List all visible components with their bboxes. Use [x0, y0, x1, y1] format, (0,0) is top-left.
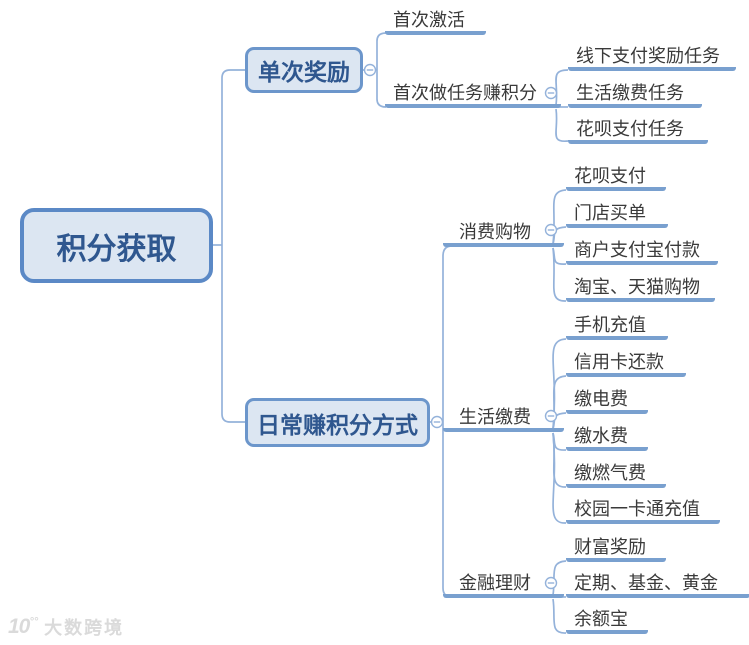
node-merchant-alipay-payment[interactable]: 商户支付宝付款	[566, 239, 718, 265]
collapse-icon-one-time-reward[interactable]	[363, 63, 377, 77]
collapse-icon-financial[interactable]	[544, 576, 558, 590]
node-yuebao[interactable]: 余额宝	[566, 608, 648, 634]
watermark-text: 大数跨境	[44, 618, 125, 638]
node-consumer-shopping[interactable]: 消费购物	[443, 221, 564, 247]
node-label: 生活缴费	[459, 407, 531, 427]
node-root-points-acquisition[interactable]: 积分获取	[20, 208, 213, 283]
node-label: 缴水费	[574, 426, 628, 446]
node-label: 消费购物	[459, 222, 531, 242]
connector-shopping-4	[552, 247, 567, 302]
node-credit-card-repayment[interactable]: 信用卡还款	[566, 351, 686, 377]
node-fixed-fund-gold[interactable]: 定期、基金、黄金	[566, 572, 749, 598]
node-huabei-pay[interactable]: 花呗支付	[566, 165, 666, 191]
connector-life-4	[552, 432, 567, 451]
node-daily-points-methods[interactable]: 日常赚积分方式	[245, 398, 430, 447]
node-first-task-points[interactable]: 首次做任务赚积分	[385, 82, 561, 108]
node-wealth-reward[interactable]: 财富奖励	[566, 536, 666, 562]
connector-one-time-trunk	[376, 32, 387, 108]
node-taobao-tmall-shopping[interactable]: 淘宝、天猫购物	[566, 276, 715, 302]
node-label: 商户支付宝付款	[574, 240, 700, 260]
node-label: 首次激活	[393, 10, 465, 30]
node-label: 线下支付奖励任务	[576, 46, 720, 66]
node-label: 单次奖励	[258, 59, 350, 85]
node-label: 淘宝、天猫购物	[574, 277, 700, 297]
node-electricity-bill[interactable]: 缴电费	[566, 388, 648, 414]
node-gas-bill[interactable]: 缴燃气费	[566, 462, 666, 488]
node-label: 余额宝	[574, 609, 628, 629]
node-label: 财富奖励	[574, 537, 646, 557]
node-life-payments[interactable]: 生活缴费	[443, 406, 564, 432]
node-one-time-reward[interactable]: 单次奖励	[245, 47, 363, 93]
collapse-icon-first-task[interactable]	[544, 86, 558, 100]
node-label: 花呗支付	[574, 166, 646, 186]
collapse-icon-consumer-shopping[interactable]	[544, 223, 558, 237]
node-financial-management[interactable]: 金融理财	[443, 572, 564, 598]
node-label: 门店买单	[574, 203, 646, 223]
node-label: 手机充值	[574, 315, 646, 335]
connector-finance-1	[552, 560, 567, 596]
node-label: 缴电费	[574, 389, 628, 409]
node-label: 积分获取	[56, 232, 177, 266]
node-label: 缴燃气费	[574, 463, 646, 483]
node-store-checkout[interactable]: 门店买单	[566, 202, 668, 228]
connector-life-6	[552, 432, 567, 524]
node-label: 定期、基金、黄金	[574, 573, 718, 593]
collapse-icon-life-payments[interactable]	[544, 409, 558, 423]
watermark-logo-icon: 10°°	[8, 615, 39, 638]
node-label: 校园一卡通充值	[574, 499, 700, 519]
node-label: 生活缴费任务	[576, 83, 684, 103]
node-water-bill[interactable]: 缴水费	[566, 425, 648, 451]
node-label: 首次做任务赚积分	[393, 83, 537, 103]
node-huabei-payment-task[interactable]: 花呗支付任务	[568, 118, 708, 144]
node-label: 花呗支付任务	[576, 119, 684, 139]
collapse-icon-daily-methods[interactable]	[430, 415, 444, 429]
node-life-payment-task[interactable]: 生活缴费任务	[568, 82, 702, 108]
node-first-activation[interactable]: 首次激活	[385, 9, 486, 35]
node-label: 日常赚积分方式	[257, 411, 418, 438]
node-offline-payment-task[interactable]: 线下支付奖励任务	[568, 45, 736, 71]
watermark: 10°° 大数跨境	[8, 614, 124, 640]
connector-finance-3	[552, 598, 567, 634]
connector-first-task-3	[555, 108, 569, 142]
node-label: 金融理财	[459, 573, 531, 593]
connector-first-task-1	[555, 69, 569, 106]
node-phone-topup[interactable]: 手机充值	[566, 314, 668, 340]
connector-root-trunk	[221, 69, 245, 423]
node-label: 信用卡还款	[574, 352, 664, 372]
node-campus-card-topup[interactable]: 校园一卡通充值	[566, 498, 720, 524]
connector-shopping-3	[552, 247, 567, 265]
